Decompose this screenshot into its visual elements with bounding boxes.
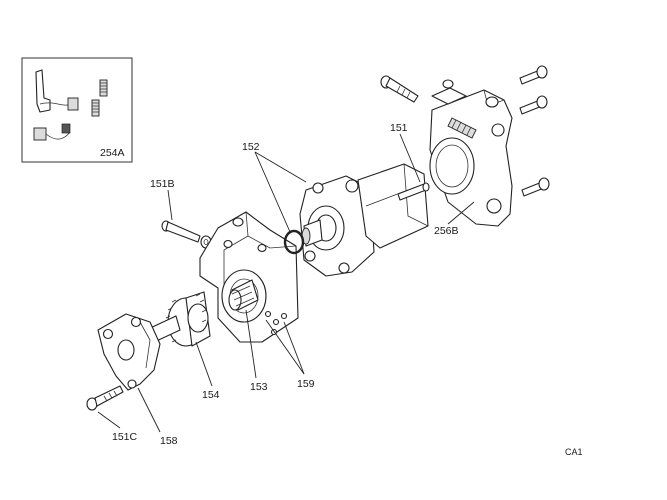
label-256B: 256B [434, 225, 459, 237]
brush-lower [33, 127, 47, 141]
bracket-256B [429, 79, 513, 227]
label-151: 151 [390, 122, 408, 134]
inset-254A: 254A [21, 57, 133, 163]
brush-block [67, 97, 79, 111]
brush-lead [45, 131, 71, 140]
pinion-153 [228, 279, 259, 311]
bolt-151C [86, 385, 124, 411]
spring-2 [91, 99, 100, 117]
bolt-151B [161, 220, 212, 249]
leader-lines [97, 133, 475, 433]
bolts-right [519, 65, 550, 197]
label-152: 152 [242, 141, 260, 153]
spring-1 [99, 79, 108, 97]
label-154: 154 [202, 389, 220, 401]
bracket-bore [429, 137, 475, 195]
label-153: 153 [250, 381, 268, 393]
label-151C: 151C [112, 431, 138, 443]
label-159: 159 [297, 378, 315, 390]
end-cover-158 [97, 313, 161, 391]
label-151B: 151B [150, 178, 175, 190]
o-ring [283, 229, 305, 255]
drive-housing [199, 211, 299, 343]
label-254A: 254A [100, 147, 125, 159]
brush-bracket [35, 69, 51, 113]
figure-code: CA1 [565, 447, 583, 457]
brush-terminal [61, 123, 71, 134]
starter-motor [299, 163, 430, 277]
bolt-upper-left [380, 75, 419, 103]
callout-labels: 152 151 151B 256B 154 153 159 151C 158 C… [112, 122, 583, 457]
label-158: 158 [160, 435, 178, 447]
